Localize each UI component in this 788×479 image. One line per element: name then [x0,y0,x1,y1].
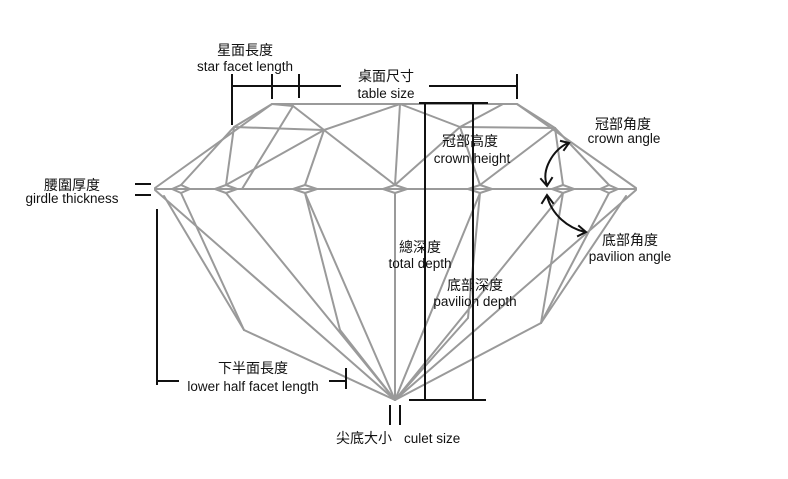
table-size-en: table size [357,86,414,101]
girdle-facet [599,184,619,194]
lower-half-facet-length-zh: 下半面長度 [218,360,288,376]
girdle-thickness-en: girdle thickness [25,191,118,206]
culet-size-en: culet size [404,431,460,446]
crown-height-zh: 冠部高度 [442,133,498,149]
pavilion-angle-arc [545,194,587,234]
measurement-lines [135,74,588,425]
girdle-facet [171,184,191,194]
star-facet-length-bracket [231,74,300,125]
lower-half-facet-length-en: lower half facet length [187,379,318,394]
culet-size-zh: 尖底大小 [336,430,392,446]
girdle-thickness-ticks [135,183,151,196]
culet-size-ticks [389,405,401,425]
girdle-facet [551,184,575,194]
lower-half-facet-length-bracket [156,209,347,389]
total-depth-en: total depth [388,256,451,271]
girdle-thickness-zh: 腰圍厚度 [44,177,100,193]
crown-angle-zh: 冠部角度 [595,116,651,132]
total-depth-zh: 總深度 [399,239,441,255]
crown-angle-arrowhead-low [539,176,554,188]
crown-angle-en: crown angle [588,131,661,146]
pavilion-angle-zh: 底部角度 [602,232,658,248]
pavilion-angle-arrowhead-top [540,193,555,205]
pavilion-depth-en: pavilion depth [433,294,516,309]
crown-angle-arc [544,141,570,187]
pavilion-facets [163,192,627,401]
pavilion-angle-arrowhead [576,224,588,238]
diamond-outline [154,103,637,401]
table-size-bracket [271,74,518,99]
table-size-zh: 桌面尺寸 [358,68,414,84]
labels: 星面長度 star facet length 桌面尺寸 table size 冠… [25,42,671,446]
crown-height-en: crown height [434,151,511,166]
star-facet-length-zh: 星面長度 [217,42,273,58]
pavilion-angle-en: pavilion angle [589,249,672,264]
depth-verticals [409,102,488,401]
pavilion-depth-zh: 底部深度 [447,277,503,293]
girdle-facet [292,184,318,194]
girdle-facet [382,184,408,194]
star-facet-length-en: star facet length [197,59,293,74]
girdle-facet [467,184,493,194]
girdle-facet [214,184,238,194]
crown-angle-arrowhead [559,139,571,152]
crown-facets [180,103,610,190]
